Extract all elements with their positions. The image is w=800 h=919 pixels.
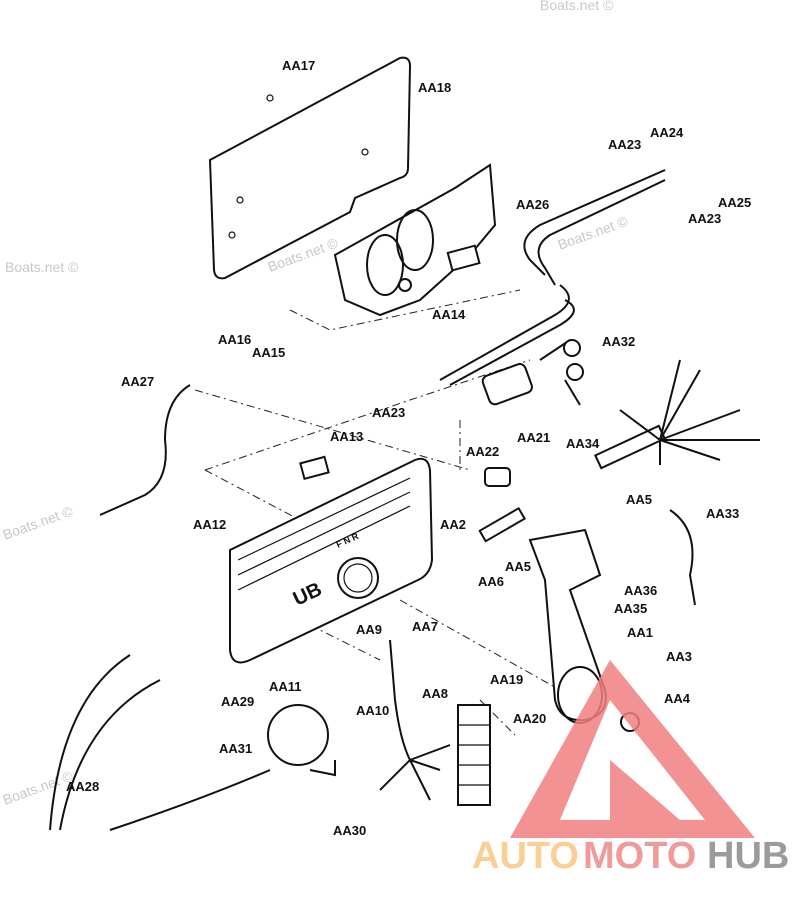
- part-label: AA32: [602, 334, 635, 349]
- buzzer: [267, 704, 336, 777]
- part-label: AA11: [269, 679, 302, 694]
- control-housing: UB F N R: [229, 457, 434, 664]
- part-label: AA5: [505, 559, 531, 574]
- part-label: AA7: [412, 619, 438, 634]
- part-label: AA23: [688, 211, 721, 226]
- wiring: [49, 359, 760, 831]
- part-label: AA12: [193, 517, 226, 532]
- automotohub-logo: AUTO MOTO HUB: [472, 660, 789, 877]
- part-label: AA19: [490, 672, 523, 687]
- watermark: Boats.net ©: [556, 212, 631, 252]
- part-label: AA15: [252, 345, 285, 360]
- part-label: AA23: [372, 405, 405, 420]
- part-label: AA30: [333, 823, 366, 838]
- logo-inner-triangle: [610, 760, 680, 820]
- part-label: AA35: [614, 601, 647, 616]
- part-label: AA16: [218, 332, 251, 347]
- part-label: AA9: [356, 622, 382, 637]
- part-labels: AA17 AA18 AA24 AA23 AA25 AA23 AA26 AA16 …: [66, 58, 751, 838]
- watermark: Boats.net ©: [5, 259, 79, 275]
- part-label: AA31: [219, 741, 252, 756]
- part-label: AA29: [221, 694, 254, 709]
- bracket: [299, 455, 330, 481]
- part-label: AA5: [626, 492, 652, 507]
- watermark: Boats.net ©: [540, 0, 614, 13]
- part-label: AA28: [66, 779, 99, 794]
- logo-triangle: [510, 660, 755, 838]
- part-label: AA13: [330, 429, 363, 444]
- part-label: AA1: [627, 625, 653, 640]
- terminal-block: [457, 704, 491, 806]
- logo-text-hub: HUB: [707, 835, 789, 877]
- key-switch: [478, 339, 667, 543]
- logo-text-auto: AUTO: [472, 835, 579, 877]
- part-label: AA23: [608, 137, 641, 152]
- part-label: AA20: [513, 711, 546, 726]
- part-label: AA26: [516, 197, 549, 212]
- part-label: AA4: [664, 691, 691, 706]
- part-label: AA22: [466, 444, 499, 459]
- part-label: AA17: [282, 58, 315, 73]
- part-label: AA3: [666, 649, 692, 664]
- part-label: AA25: [718, 195, 751, 210]
- part-label: AA34: [566, 436, 600, 451]
- part-label: AA2: [440, 517, 466, 532]
- part-label: AA24: [650, 125, 684, 140]
- part-label: AA8: [422, 686, 448, 701]
- gear-mechanism: [333, 163, 497, 317]
- part-label: AA33: [706, 506, 739, 521]
- part-label: AA14: [432, 307, 466, 322]
- leader-lines: [194, 289, 561, 736]
- watermark: Boats.net ©: [1, 502, 76, 542]
- part-label: AA10: [356, 703, 389, 718]
- part-label: AA21: [517, 430, 550, 445]
- watermark: Boats.net ©: [1, 767, 76, 807]
- part-label: AA36: [624, 583, 657, 598]
- part-label: AA27: [121, 374, 154, 389]
- part-label: AA6: [478, 574, 504, 589]
- cables: [439, 169, 666, 386]
- mounting-plate: [208, 56, 412, 280]
- part-label: AA18: [418, 80, 451, 95]
- logo-text-moto: MOTO: [583, 835, 696, 877]
